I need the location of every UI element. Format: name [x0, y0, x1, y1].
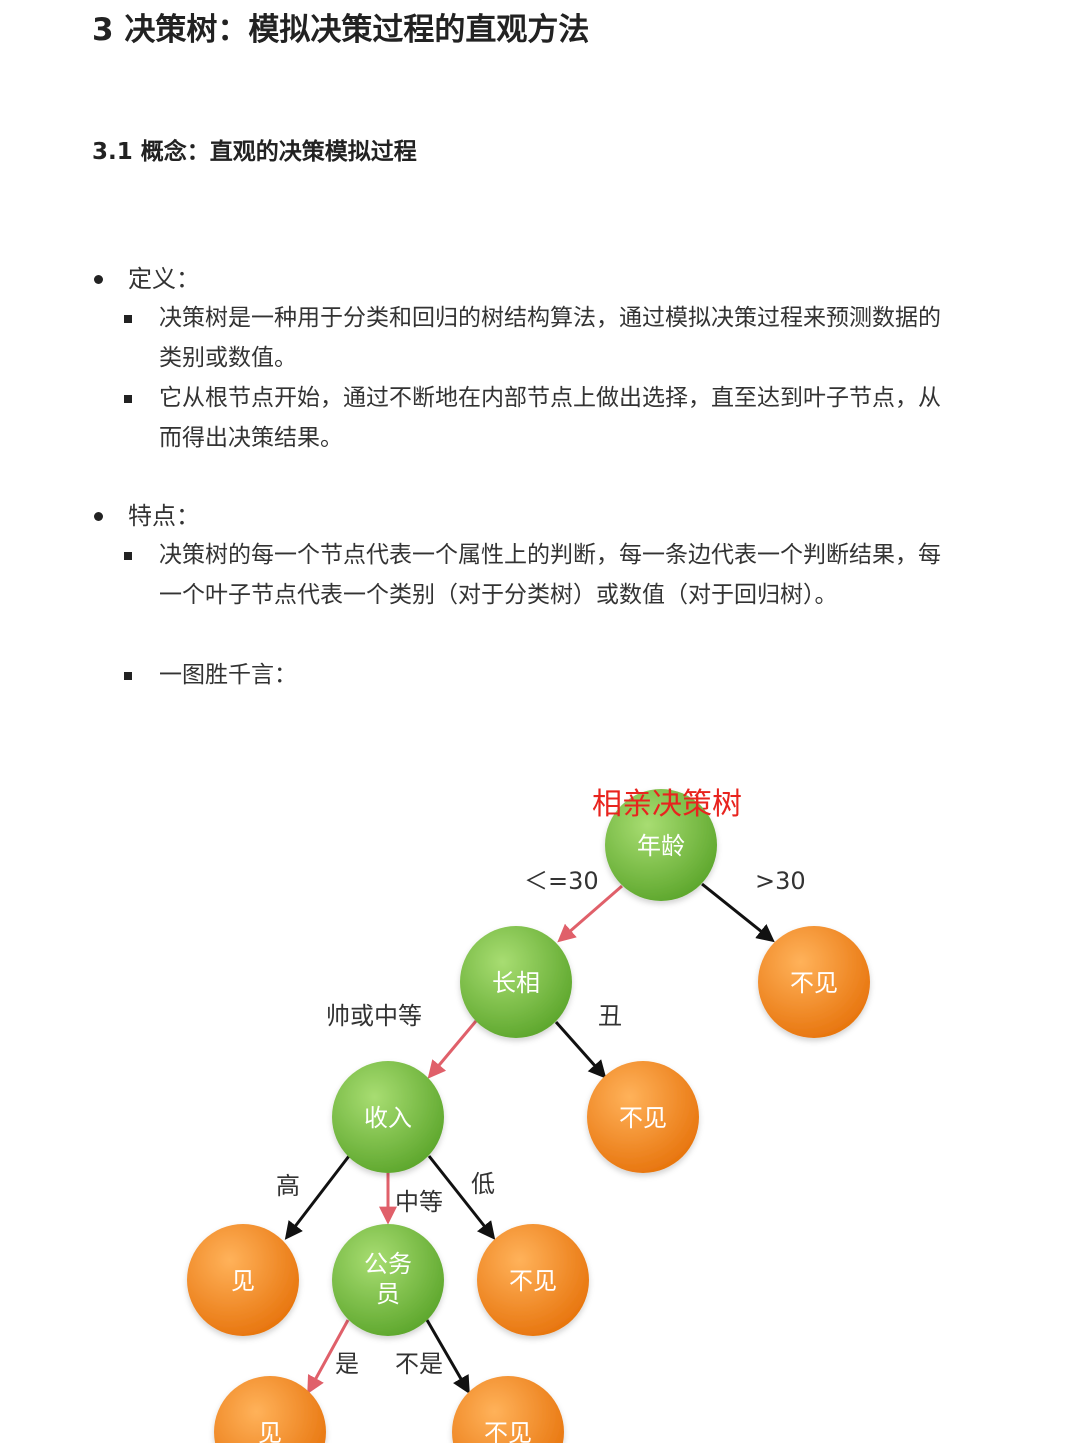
bullet-square — [124, 552, 132, 560]
edge-label-age-le: ＜=30 — [524, 867, 599, 895]
edge-civil-yes — [307, 1319, 350, 1395]
node-reject-low — [477, 1224, 589, 1336]
section-subheading: 3.1 概念：直观的决策模拟过程 — [92, 139, 417, 165]
edge-label-age-gt: >30 — [755, 867, 806, 895]
edge-income-high — [284, 1155, 351, 1240]
page-heading: 3 决策树：模拟决策过程的直观方法 — [92, 12, 590, 48]
edge-label-civil-no: 不是 — [395, 1350, 443, 1378]
bullet-disc — [94, 512, 103, 521]
node-meet-civil-label: 见 — [258, 1419, 282, 1443]
node-meet-high — [187, 1224, 299, 1336]
edge-civil-no — [425, 1319, 470, 1395]
node-reject-age-label: 不见 — [790, 969, 838, 997]
node-reject-age — [758, 926, 870, 1038]
node-reject-civil — [452, 1376, 564, 1443]
node-meet-civil — [214, 1376, 326, 1443]
definition-item-2: 它从根节点开始，通过不断地在内部节点上做出选择，直至达到叶子节点，从而得出决策结… — [159, 385, 941, 451]
node-looks — [460, 926, 572, 1038]
tree-title: 相亲决策树 — [592, 787, 742, 822]
bullet-disc — [94, 275, 103, 284]
edge-income-low — [427, 1155, 496, 1240]
decision-tree-diagram: 年龄 长相 不见 收入 不见 见 公务员 不见 见 不见 ＜=30 >30 帅或… — [0, 740, 1080, 1443]
definition-item-1: 决策树是一种用于分类和回归的树结构算法，通过模拟决策过程来预测数据的类别或数值。 — [159, 305, 941, 371]
node-reject-civil-label: 不见 — [484, 1419, 532, 1443]
edge-label-income-mid: 中等 — [395, 1188, 443, 1216]
edge-label-looks-ugly: 丑 — [598, 1002, 622, 1030]
edge-looks-ok — [427, 1020, 478, 1079]
node-income-label: 收入 — [364, 1104, 412, 1132]
bullet-square — [124, 672, 132, 680]
node-civil — [332, 1224, 444, 1336]
edge-label-income-low: 低 — [471, 1170, 495, 1198]
node-age — [605, 789, 717, 901]
definition-label: 定义： — [128, 265, 200, 293]
features-item-1: 决策树的每一个节点代表一个属性上的判断，每一条边代表一个判断结果，每一个叶子节点… — [159, 542, 941, 608]
node-looks-label: 长相 — [492, 969, 540, 997]
node-reject-looks-label: 不见 — [619, 1104, 667, 1132]
edge-label-looks-ok: 帅或中等 — [326, 1002, 422, 1030]
edge-label-civil-yes: 是 — [335, 1350, 359, 1378]
node-reject-low-label: 不见 — [509, 1267, 557, 1295]
node-civil-label: 公务员 — [364, 1250, 412, 1308]
bullet-square — [124, 395, 132, 403]
edge-age-le — [557, 884, 623, 943]
features-label: 特点： — [128, 502, 200, 530]
node-meet-high-label: 见 — [231, 1267, 255, 1295]
node-age-label: 年龄 — [637, 832, 685, 860]
edge-age-gt — [701, 882, 775, 943]
edge-label-income-high: 高 — [276, 1172, 300, 1200]
node-reject-looks — [587, 1061, 699, 1173]
node-income — [332, 1061, 444, 1173]
features-item-2: 一图胜千言： — [159, 662, 297, 688]
bullet-square — [124, 315, 132, 323]
edge-looks-ugly — [554, 1021, 607, 1079]
